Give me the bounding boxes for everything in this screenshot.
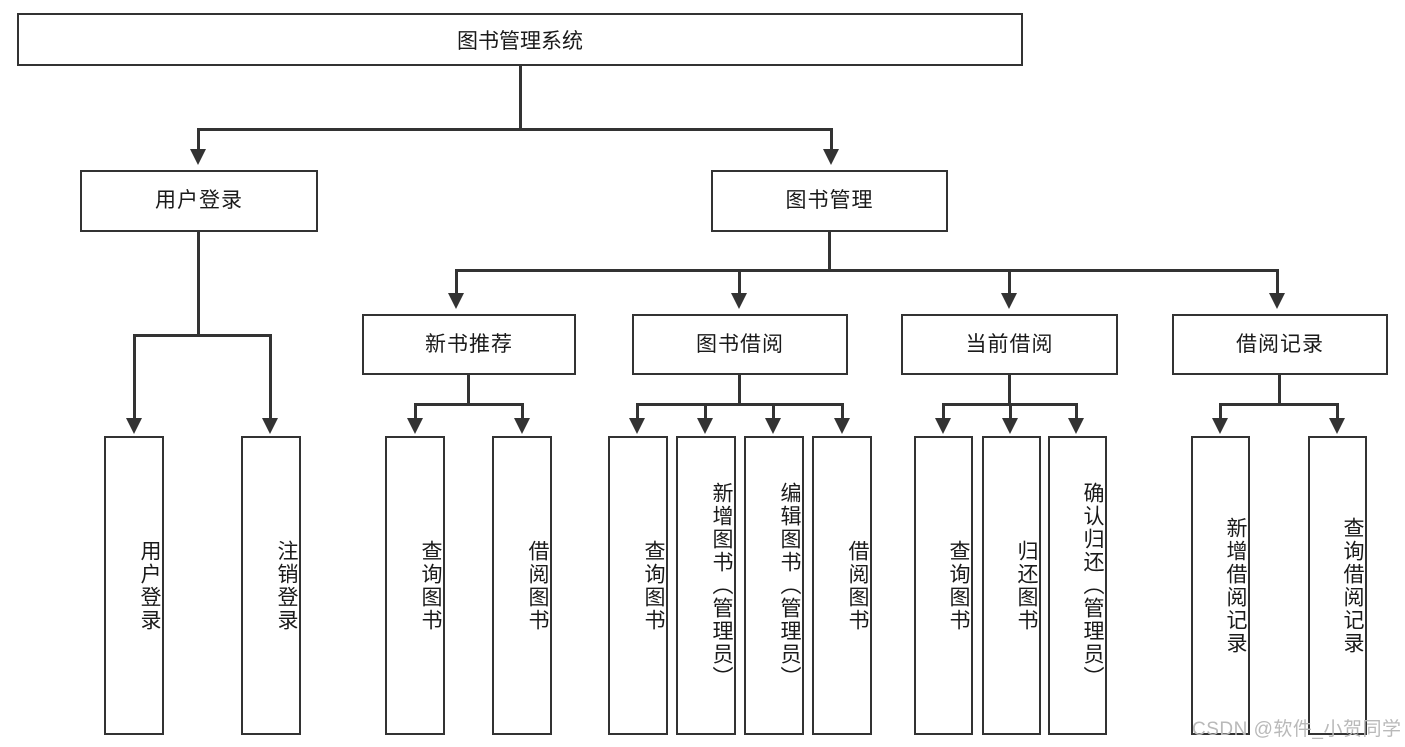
leaf-record-add-record[interactable]: 新增借阅记录	[1191, 436, 1250, 735]
arrow-record-leaf1	[1212, 418, 1228, 434]
connector-bookmgmt-to-record	[1276, 269, 1279, 293]
node-current-borrow[interactable]: 当前借阅	[901, 314, 1118, 375]
leaf-borrow-add-book-admin[interactable]: 新增图书（管理员）	[676, 436, 736, 735]
arrow-root-to-bookmgmt	[823, 149, 839, 165]
connector-current-leaf1	[942, 403, 945, 418]
connector-bookmgmt-stem	[828, 232, 831, 271]
leaf-record-query-record[interactable]: 查询借阅记录	[1308, 436, 1367, 735]
connector-root-bar	[197, 128, 833, 131]
leaf-current-query-book[interactable]: 查询图书	[914, 436, 973, 735]
arrow-newbook-leaf1	[407, 418, 423, 434]
connector-login-to-leaf1	[133, 334, 136, 418]
connector-borrow-leaf2	[704, 403, 707, 418]
node-root-system[interactable]: 图书管理系统	[17, 13, 1023, 66]
node-label: 借阅图书	[846, 539, 869, 632]
connector-newbook-bar	[414, 403, 524, 406]
node-label: 确认归还（管理员）	[1081, 482, 1104, 689]
connector-newbook-leaf2	[521, 403, 524, 418]
connector-login-bar	[133, 334, 272, 337]
arrow-newbook-leaf2	[514, 418, 530, 434]
node-new-book-recommend[interactable]: 新书推荐	[362, 314, 576, 375]
node-label: 用户登录	[155, 189, 243, 213]
leaf-newbook-borrow-book[interactable]: 借阅图书	[492, 436, 552, 735]
connector-record-stem	[1278, 375, 1281, 405]
leaf-user-login[interactable]: 用户登录	[104, 436, 164, 735]
node-label: 注销登录	[275, 539, 298, 632]
node-label: 新增图书（管理员）	[710, 482, 733, 689]
node-user-login[interactable]: 用户登录	[80, 170, 318, 232]
node-label: 当前借阅	[965, 332, 1054, 356]
connector-bookmgmt-to-newbook	[455, 269, 458, 293]
node-label: 图书管理	[785, 189, 874, 213]
connector-root-to-login	[197, 128, 200, 149]
leaf-logout-login[interactable]: 注销登录	[241, 436, 301, 735]
arrow-login-to-leaf1	[126, 418, 142, 434]
node-label: 查询借阅记录	[1341, 516, 1364, 655]
arrow-current-leaf2	[1002, 418, 1018, 434]
node-label: 查询图书	[947, 539, 970, 632]
arrow-root-to-login	[190, 149, 206, 165]
connector-current-leaf2	[1009, 403, 1012, 418]
node-label: 归还图书	[1015, 539, 1038, 632]
arrow-borrow-leaf2	[697, 418, 713, 434]
arrow-bookmgmt-to-newbook	[448, 293, 464, 309]
node-label: 查询图书	[642, 539, 665, 632]
connector-record-leaf2	[1336, 403, 1339, 418]
arrow-bookmgmt-to-record	[1269, 293, 1285, 309]
node-label: 借阅图书	[526, 539, 549, 632]
leaf-borrow-edit-book-admin[interactable]: 编辑图书（管理员）	[744, 436, 804, 735]
arrow-record-leaf2	[1329, 418, 1345, 434]
connector-bookmgmt-bar	[455, 269, 1279, 272]
connector-borrow-leaf4	[841, 403, 844, 418]
arrow-borrow-leaf4	[834, 418, 850, 434]
node-label: 用户登录	[138, 539, 161, 632]
node-label: 图书管理系统	[457, 29, 583, 53]
arrow-current-leaf1	[935, 418, 951, 434]
leaf-newbook-query-book[interactable]: 查询图书	[385, 436, 445, 735]
node-label: 新增借阅记录	[1224, 516, 1247, 655]
arrow-login-to-leaf2	[262, 418, 278, 434]
connector-current-stem	[1008, 375, 1011, 405]
connector-root-stem	[519, 66, 522, 130]
leaf-current-confirm-return-admin[interactable]: 确认归还（管理员）	[1048, 436, 1107, 735]
connector-record-leaf1	[1219, 403, 1222, 418]
connector-login-to-leaf2	[269, 334, 272, 418]
connector-bookmgmt-to-borrow	[738, 269, 741, 293]
node-label: 借阅记录	[1236, 332, 1324, 356]
node-label: 图书借阅	[696, 332, 784, 356]
node-borrow-record[interactable]: 借阅记录	[1172, 314, 1388, 375]
leaf-borrow-query-book[interactable]: 查询图书	[608, 436, 668, 735]
node-book-borrow[interactable]: 图书借阅	[632, 314, 848, 375]
arrow-borrow-leaf1	[629, 418, 645, 434]
connector-borrow-leaf3	[772, 403, 775, 418]
connector-record-bar	[1219, 403, 1339, 406]
connector-borrow-leaf1	[636, 403, 639, 418]
arrow-borrow-leaf3	[765, 418, 781, 434]
connector-login-stem	[197, 232, 200, 336]
connector-current-leaf3	[1075, 403, 1078, 418]
connector-newbook-leaf1	[414, 403, 417, 418]
connector-newbook-stem	[467, 375, 470, 405]
node-label: 新书推荐	[425, 332, 513, 356]
arrow-current-leaf3	[1068, 418, 1084, 434]
connector-borrow-stem	[738, 375, 741, 405]
leaf-borrow-borrow-book[interactable]: 借阅图书	[812, 436, 872, 735]
connector-borrow-bar	[636, 403, 844, 406]
connector-bookmgmt-to-current	[1008, 269, 1011, 293]
arrow-bookmgmt-to-borrow	[731, 293, 747, 309]
node-label: 查询图书	[419, 539, 442, 632]
connector-root-to-bookmgmt	[830, 128, 833, 149]
node-book-management[interactable]: 图书管理	[711, 170, 948, 232]
node-label: 编辑图书（管理员）	[778, 482, 801, 689]
leaf-current-return-book[interactable]: 归还图书	[982, 436, 1041, 735]
watermark-text: CSDN @软件_小贺同学	[1192, 719, 1402, 740]
arrow-bookmgmt-to-current	[1001, 293, 1017, 309]
